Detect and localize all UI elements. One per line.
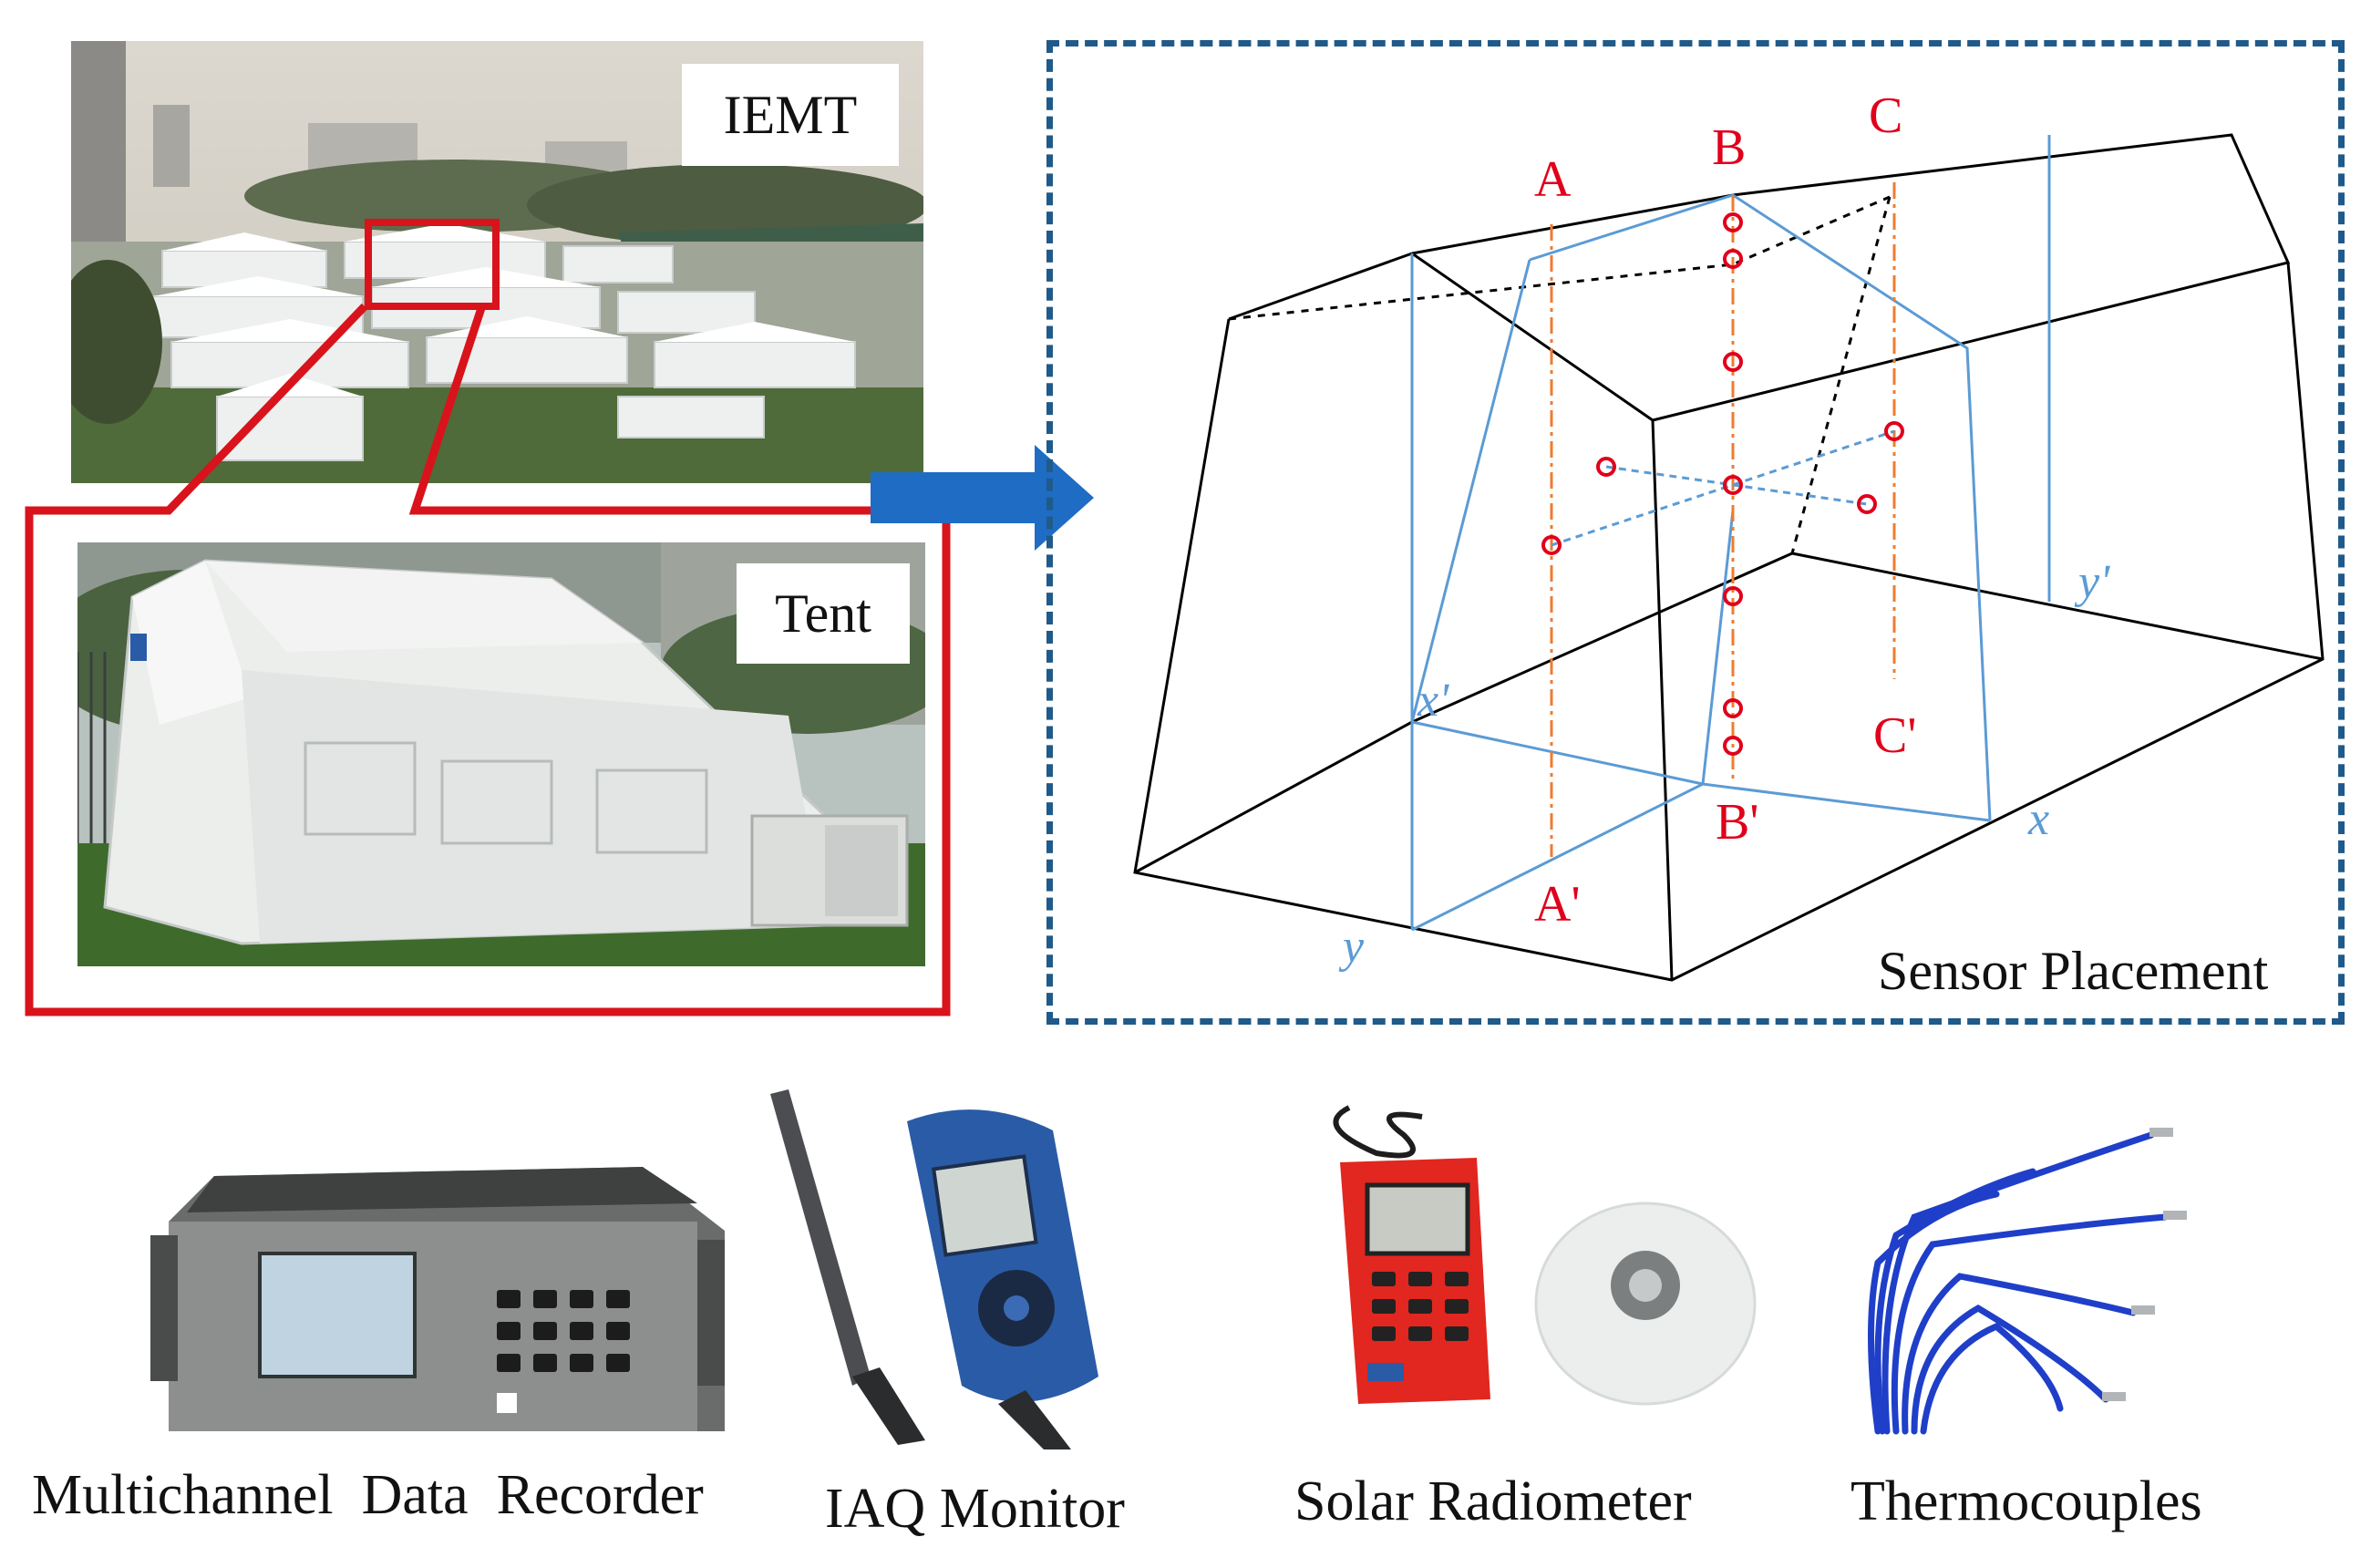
sensor-point — [1723, 249, 1743, 269]
sensor-point — [1541, 535, 1562, 555]
axis-label-y-prime: y' — [2074, 556, 2110, 608]
arrow-icon — [871, 445, 1094, 551]
tent-label: Tent — [737, 563, 910, 664]
instrument-label-iaq-monitor: IAQ Monitor — [825, 1478, 1125, 1540]
sensor-placement-diagram: A B C A' B' C' x x' y y' Sensor Placemen… — [1133, 88, 2325, 1001]
line-label-a-prime: A' — [1534, 876, 1581, 933]
highlight-box — [365, 219, 500, 310]
axis-label-x-prime: x' — [1417, 675, 1449, 727]
thermocouples-image — [1868, 1128, 2187, 1435]
diagram-title: Sensor Placement — [1878, 941, 2269, 1001]
sensor-point — [1723, 698, 1743, 718]
sensor-point — [1884, 421, 1904, 441]
iaq-monitor-image — [770, 1089, 1098, 1449]
sensor-point — [1723, 212, 1743, 232]
sensor-point — [1857, 494, 1877, 514]
zoom-connector — [25, 303, 951, 1016]
line-label-b: B — [1712, 119, 1746, 176]
instrument-label-data-recorder: Multichannel Data Recorder — [32, 1464, 704, 1526]
iemt-label: IEMT — [682, 64, 899, 166]
solar-radiometer-image — [1333, 1105, 1757, 1406]
data-recorder-image — [150, 1167, 725, 1431]
line-label-c-prime: C' — [1873, 707, 1916, 764]
sensor-diagram-frame — [1046, 40, 2345, 1025]
sensor-point — [1596, 457, 1616, 477]
instrument-label-thermocouples: Thermocouples — [1850, 1470, 2202, 1532]
line-label-b-prime: B' — [1716, 794, 1758, 851]
sensor-point — [1723, 736, 1743, 756]
sensor-point — [1723, 475, 1743, 495]
instrument-label-solar-radiometer: Solar Radiometer — [1294, 1470, 1692, 1532]
axis-label-x: x — [2027, 793, 2049, 845]
axis-label-y: y — [1338, 921, 1365, 973]
line-label-a: A — [1534, 151, 1572, 208]
line-label-c: C — [1869, 88, 1902, 144]
sensor-point — [1723, 352, 1743, 372]
sensor-point — [1723, 586, 1743, 606]
